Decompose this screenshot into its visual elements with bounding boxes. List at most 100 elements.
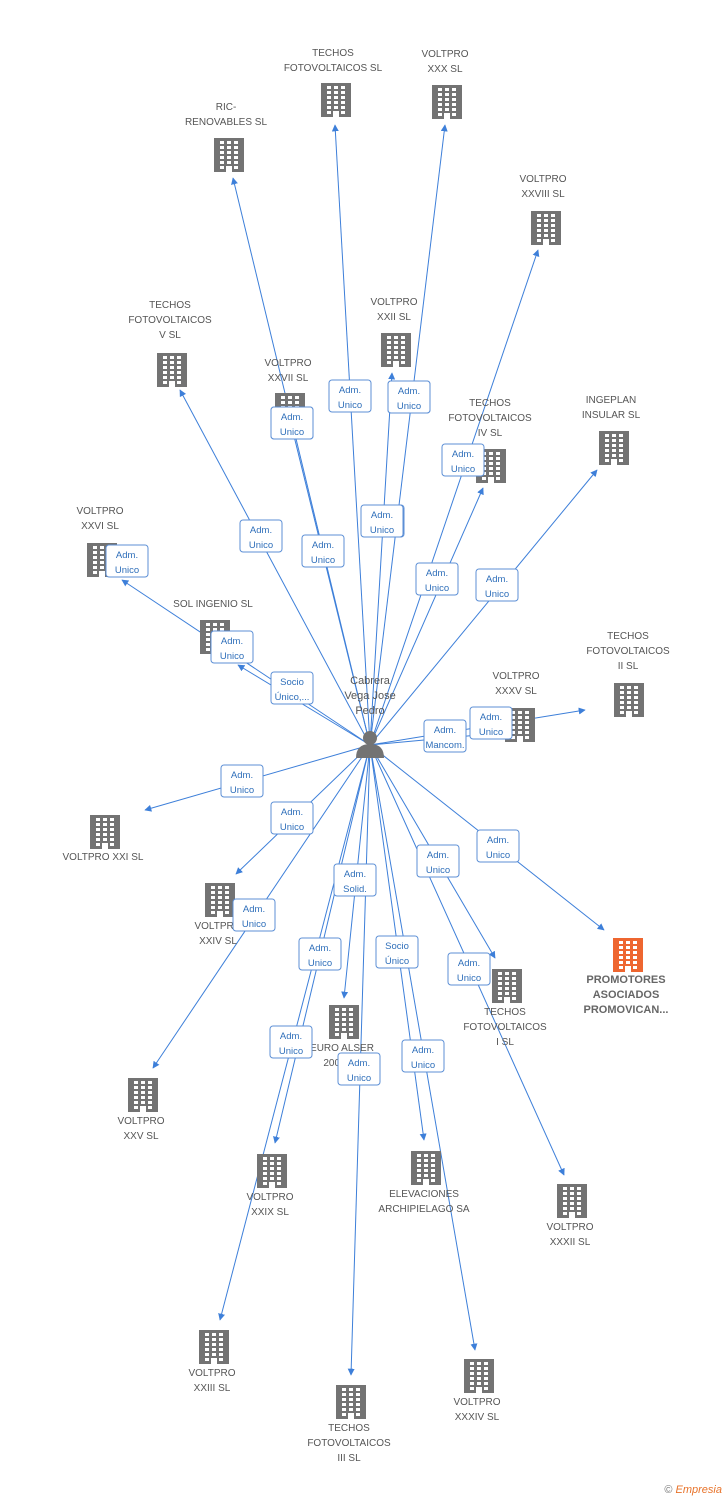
company-label-line: VOLTPRO: [519, 174, 566, 185]
relation-box: [105, 544, 149, 578]
relation-text-line: Adm.: [339, 385, 361, 396]
relation-label[interactable]: Adm.Unico: [447, 952, 491, 986]
company-node[interactable]: RIC-RENOVABLES SL: [185, 102, 268, 172]
company-label-line: XXVII SL: [268, 373, 309, 384]
relation-label[interactable]: Adm.Unico: [416, 844, 460, 878]
relation-label[interactable]: Adm.Solid.: [333, 863, 377, 897]
edge-c4: [369, 249, 540, 746]
company-label-line: TECHOS: [149, 300, 191, 311]
relation-label[interactable]: Adm.Unico: [269, 1025, 313, 1059]
relation-label[interactable]: Adm.Unico: [301, 534, 345, 568]
relation-label[interactable]: Adm.Unico: [105, 544, 149, 578]
relation-box: [298, 937, 342, 971]
company-label-line: XXXII SL: [550, 1237, 591, 1248]
building-icon: [531, 211, 561, 245]
relation-label[interactable]: Adm.Unico: [220, 764, 264, 798]
relation-box: [269, 1025, 313, 1059]
relation-text: Adm.Unico: [485, 574, 509, 600]
relation-text-line: Unico: [451, 464, 475, 475]
relation-text-line: Unico: [457, 973, 481, 984]
relation-label[interactable]: Adm.Unico: [270, 406, 314, 440]
relation-label[interactable]: Adm.Unico: [476, 829, 520, 863]
company-label-line: RIC-: [216, 102, 237, 113]
company-label-line: VOLTPRO: [188, 1368, 235, 1379]
relation-label[interactable]: Adm. Unico: [210, 630, 254, 664]
company-label-line: INGEPLAN: [586, 395, 637, 406]
relation-text: Adm.Unico: [308, 943, 332, 969]
relation-label[interactable]: Adm.Unico: [298, 937, 342, 971]
company-label-line: VOLTPRO: [246, 1192, 293, 1203]
relation-text-line: Unico: [220, 651, 244, 662]
relation-label[interactable]: Adm.Unico: [469, 706, 513, 740]
company-label-line: PROMOVICAN...: [584, 1004, 669, 1016]
relation-label[interactable]: Adm.Unico: [337, 1052, 381, 1086]
edge-c9: [369, 469, 598, 746]
copyright-symbol: ©: [664, 1484, 673, 1496]
relation-text-line: Adm.: [231, 770, 253, 781]
edge-c8: [369, 487, 484, 746]
relation-label[interactable]: Adm.Unico: [441, 443, 485, 477]
relation-label[interactable]: Adm.Unico: [387, 380, 431, 414]
edge-c7: [291, 431, 371, 746]
relation-label[interactable]: Adm.Unico: [475, 568, 519, 602]
relation-label[interactable]: Adm.Unico: [401, 1039, 445, 1073]
relation-box: [337, 1052, 381, 1086]
relation-label[interactable]: Adm. Unico: [328, 379, 372, 413]
building-icon: [329, 1005, 359, 1039]
relation-text: Adm. Unico: [220, 636, 244, 662]
relation-text: Adm.Unico: [279, 1031, 303, 1057]
relation-box: [270, 671, 314, 705]
relation-text-line: Adm.: [281, 807, 303, 818]
relation-box: [270, 406, 314, 440]
relation-label[interactable]: Adm.Unico: [239, 519, 283, 553]
relation-text-line: Adm.: [221, 636, 243, 647]
edge-c2: [369, 124, 448, 746]
relation-box: [301, 534, 345, 568]
company-node[interactable]: VOLTPRO XXI SL: [63, 815, 144, 863]
relation-text-line: Unico: [338, 400, 362, 411]
relation-label[interactable]: Adm.Mancom.: [423, 719, 467, 753]
relation-text-line: Socio: [385, 941, 409, 952]
relation-text-line: Adm.: [480, 712, 502, 723]
relation-label[interactable]: Adm.Unico: [415, 562, 459, 596]
relation-text-line: Unico: [242, 919, 266, 930]
relation-text: Adm.Unico: [411, 1045, 435, 1071]
relation-box: [441, 443, 485, 477]
relation-label[interactable]: Adm.Unico: [270, 801, 314, 835]
relation-label[interactable]: Adm.Unico: [232, 898, 276, 932]
relation-text-line: Unico: [115, 565, 139, 576]
relation-text-line: Adm.: [250, 525, 272, 536]
building-icon: [336, 1385, 366, 1419]
footer-brand[interactable]: © Empresia: [664, 1484, 722, 1496]
relation-label[interactable]: Adm.Unico: [360, 504, 404, 538]
building-icon: [157, 353, 187, 387]
company-label-line: VOLTPRO: [194, 921, 241, 932]
relation-box: [232, 898, 276, 932]
